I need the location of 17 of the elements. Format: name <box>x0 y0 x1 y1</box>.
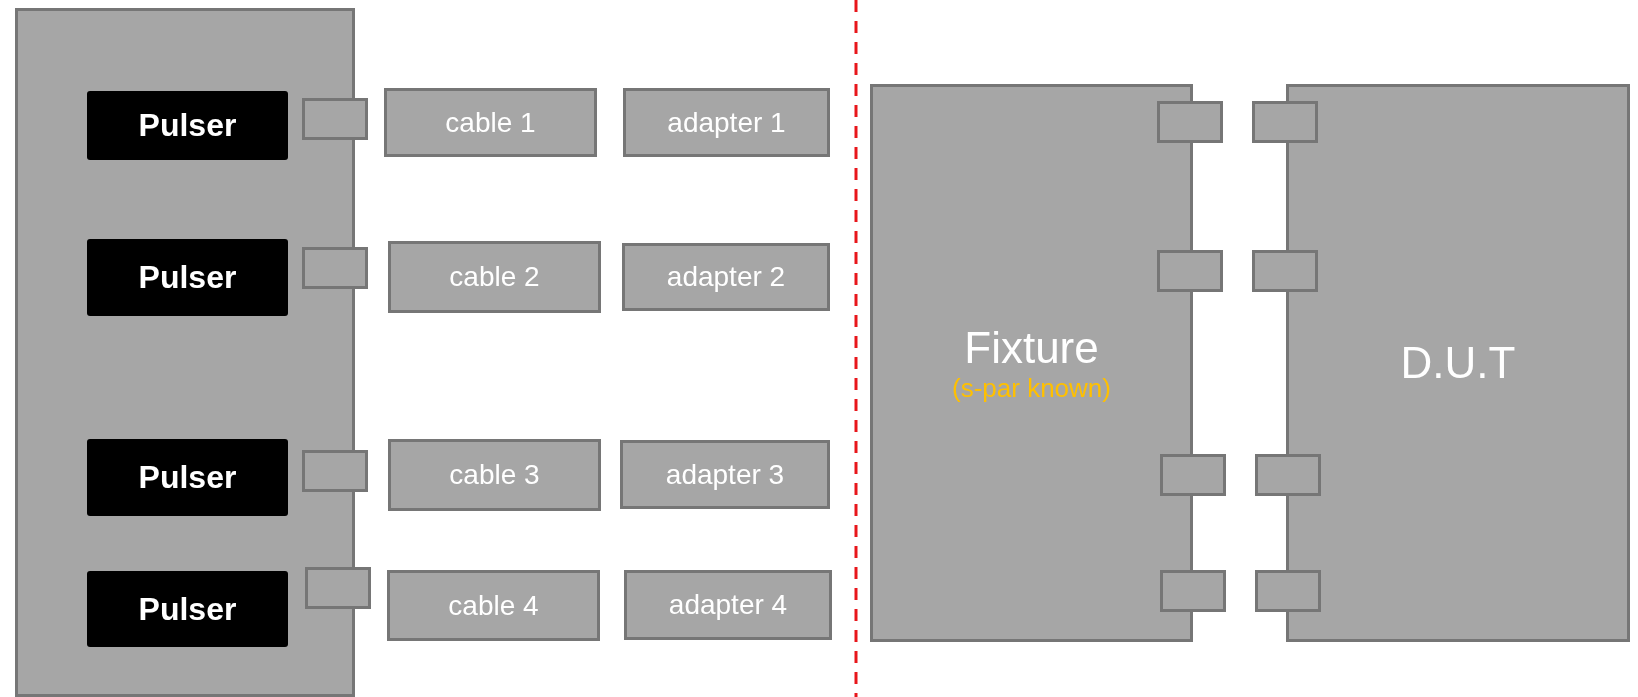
pulser-box: Pulser <box>87 239 288 316</box>
component-box: adapter 1 <box>623 88 830 157</box>
pulser-box: Pulser <box>87 571 288 647</box>
fixture-title: Fixture <box>964 322 1099 373</box>
fixture-note: (s-par known) <box>952 372 1111 404</box>
component-box: cable 3 <box>388 439 601 511</box>
pulser-box: Pulser <box>87 91 288 160</box>
device-box: D.U.T <box>1286 84 1630 642</box>
component-box: cable 1 <box>384 88 597 157</box>
instrument-box <box>15 8 355 697</box>
pulser-box: Pulser <box>87 439 288 516</box>
component-box: cable 4 <box>387 570 600 641</box>
fixture-box <box>870 84 1193 642</box>
component-box: adapter 4 <box>624 570 832 640</box>
component-box: adapter 3 <box>620 440 830 509</box>
component-box: cable 2 <box>388 241 601 313</box>
component-box: adapter 2 <box>622 243 830 311</box>
